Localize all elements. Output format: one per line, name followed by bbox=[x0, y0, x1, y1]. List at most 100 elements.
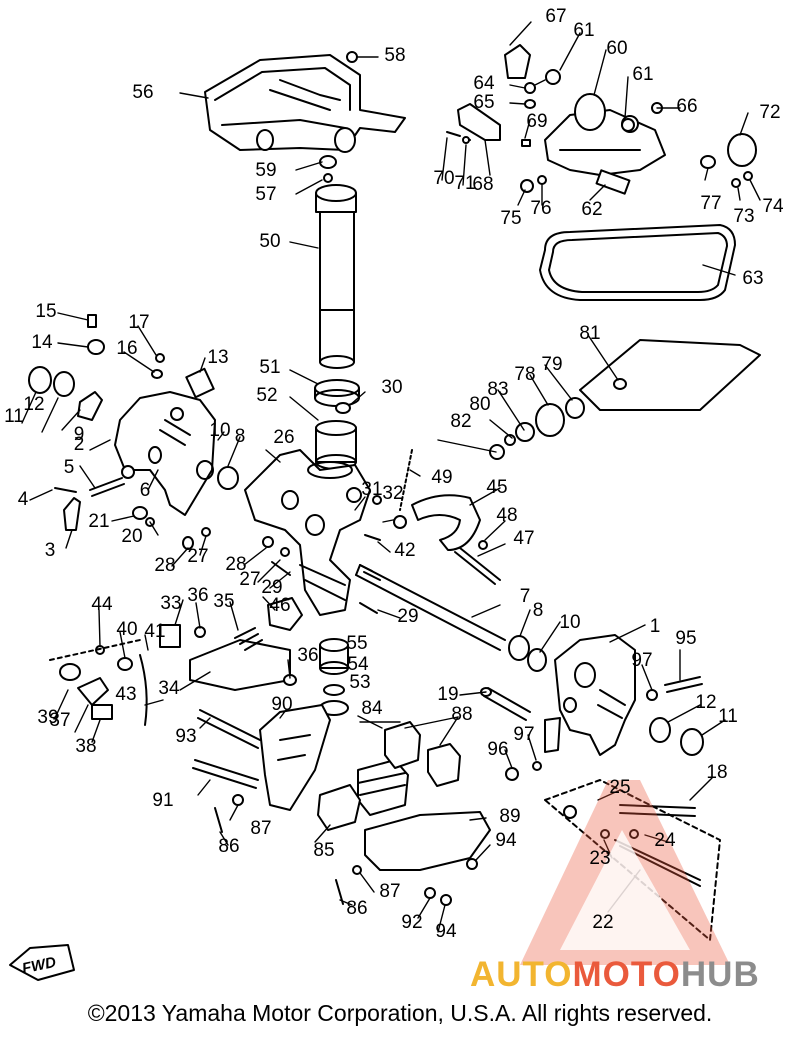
part-callout-93: 93 bbox=[175, 726, 196, 747]
part-callout-49: 49 bbox=[431, 467, 452, 488]
spring-35 bbox=[234, 627, 263, 651]
bolt-91 bbox=[192, 759, 259, 789]
washer-10-right bbox=[527, 648, 547, 672]
bush-28-b bbox=[262, 536, 274, 548]
steering-shaft bbox=[315, 155, 357, 369]
part-callout-61: 61 bbox=[632, 64, 653, 85]
mount-88-b bbox=[427, 743, 461, 787]
nut-96 bbox=[505, 767, 519, 781]
part-callout-50: 50 bbox=[259, 231, 280, 252]
nut-64 bbox=[524, 82, 536, 94]
part-callout-87: 87 bbox=[250, 818, 271, 839]
swivel-bracket bbox=[244, 449, 371, 616]
knob-11-right bbox=[680, 728, 704, 756]
part-callout-70: 70 bbox=[433, 168, 454, 189]
part-callout-9: 9 bbox=[74, 424, 85, 445]
part-callout-1: 1 bbox=[650, 616, 661, 637]
nut-27-b bbox=[280, 547, 290, 557]
bushing-55 bbox=[319, 638, 349, 675]
part-callout-75: 75 bbox=[500, 208, 521, 229]
part-callout-91: 91 bbox=[152, 790, 173, 811]
washer-31 bbox=[372, 495, 382, 505]
steering-bracket bbox=[204, 54, 406, 153]
part-callout-64: 64 bbox=[473, 73, 495, 94]
part-callout-28: 28 bbox=[225, 554, 246, 575]
part-callout-24: 24 bbox=[654, 830, 676, 851]
part-callout-71: 71 bbox=[454, 173, 475, 194]
pad-12-right bbox=[649, 717, 671, 743]
washer-23 bbox=[600, 829, 610, 839]
part-callout-60: 60 bbox=[606, 38, 627, 59]
mount-85 bbox=[317, 784, 361, 831]
washer-87-b bbox=[352, 865, 362, 875]
bolt-93 bbox=[197, 709, 261, 749]
part-callout-83: 83 bbox=[487, 379, 508, 400]
part-callout-29: 29 bbox=[397, 606, 418, 627]
part-callout-22: 22 bbox=[592, 912, 613, 933]
part-callout-95: 95 bbox=[675, 628, 696, 649]
watermark-text: AUTOMOTOHUB bbox=[470, 955, 760, 994]
nut-94-a bbox=[466, 858, 478, 870]
bracket-67 bbox=[504, 44, 531, 79]
part-callout-12: 12 bbox=[695, 692, 716, 713]
bushing-14 bbox=[87, 339, 105, 355]
nut-40 bbox=[117, 657, 133, 671]
part-callout-8: 8 bbox=[533, 600, 544, 621]
washer-71 bbox=[462, 136, 470, 144]
mount-84 bbox=[357, 759, 409, 816]
part-callout-17: 17 bbox=[128, 312, 149, 333]
bolt-58 bbox=[346, 51, 358, 63]
part-callout-42: 42 bbox=[394, 540, 415, 561]
part-callout-88: 88 bbox=[451, 704, 472, 725]
part-callout-46: 46 bbox=[269, 595, 290, 616]
part-callout-36: 36 bbox=[297, 645, 318, 666]
pin-42 bbox=[364, 534, 381, 541]
part-callout-67: 67 bbox=[545, 6, 566, 27]
nut-94-b bbox=[440, 894, 452, 906]
bolt-13 bbox=[185, 367, 215, 399]
part-callout-76: 76 bbox=[530, 198, 551, 219]
seal-63 bbox=[539, 224, 736, 301]
part-callout-7: 7 bbox=[520, 586, 531, 607]
part-callout-2: 2 bbox=[74, 434, 85, 455]
part-callout-48: 48 bbox=[496, 505, 517, 526]
screw-25 bbox=[563, 805, 577, 819]
grommet-72 bbox=[727, 133, 757, 167]
bush-61-b bbox=[621, 118, 635, 132]
part-callout-81: 81 bbox=[579, 323, 600, 344]
part-callout-35: 35 bbox=[213, 591, 234, 612]
clamp-bracket-right bbox=[544, 634, 636, 756]
pin-29-b bbox=[359, 602, 378, 614]
part-callout-27: 27 bbox=[187, 546, 208, 567]
part-callout-84: 84 bbox=[361, 698, 383, 719]
part-callout-38: 38 bbox=[75, 736, 96, 757]
nut-27-a bbox=[201, 527, 211, 537]
part-callout-36: 36 bbox=[187, 585, 208, 606]
nut-17 bbox=[155, 353, 165, 363]
part-callout-39: 39 bbox=[37, 707, 58, 728]
washer-76 bbox=[537, 175, 547, 185]
fwd-label: FWD bbox=[21, 954, 58, 978]
bolt-86-b bbox=[335, 879, 344, 905]
part-callout-25: 25 bbox=[609, 777, 630, 798]
tube-19 bbox=[483, 687, 531, 721]
part-callout-92: 92 bbox=[401, 912, 422, 933]
washer-97 bbox=[532, 761, 542, 771]
rod-43 bbox=[139, 654, 148, 726]
bolt-95 bbox=[664, 676, 703, 693]
part-callout-56: 56 bbox=[132, 82, 153, 103]
part-callout-15: 15 bbox=[35, 301, 56, 322]
spring-49 bbox=[399, 449, 413, 511]
part-callout-40: 40 bbox=[116, 619, 137, 640]
part-callout-97: 97 bbox=[513, 724, 534, 745]
part-callout-97: 97 bbox=[631, 650, 652, 671]
mount-78 bbox=[535, 403, 565, 437]
nut-24 bbox=[629, 829, 639, 839]
pin-62 bbox=[595, 169, 631, 195]
part-callout-82: 82 bbox=[450, 411, 471, 432]
bolt-18 bbox=[619, 804, 696, 817]
part-callout-10: 10 bbox=[559, 612, 580, 633]
part-callout-23: 23 bbox=[589, 848, 610, 869]
part-callout-33: 33 bbox=[160, 593, 181, 614]
